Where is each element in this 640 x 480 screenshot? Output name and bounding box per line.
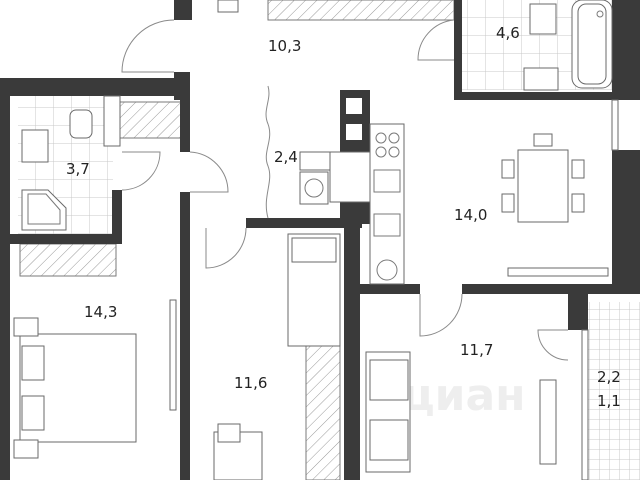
room-area-hall: 10,3: [268, 37, 301, 55]
kitchen-radiator: [507, 267, 609, 277]
bedroom-left-furniture: [13, 317, 137, 459]
room-area-wc: 3,7: [66, 160, 90, 178]
bedroom-right-furniture: [365, 351, 557, 473]
room-area-closet: 2,4: [274, 148, 298, 166]
balcony-floor: [588, 302, 640, 480]
bath-fixtures: [523, 0, 613, 91]
room-area-bedroom-right: 11,7: [460, 341, 493, 359]
bedroom-mid-wardrobe: [305, 345, 341, 480]
room-area-balcony: 2,2: [597, 368, 621, 386]
watermark: циан: [402, 370, 526, 421]
wc-fixtures: [21, 95, 121, 231]
doors: [121, 19, 569, 361]
room-area-balcony-reduced: 1,1: [597, 392, 621, 410]
hall-wardrobe: [267, 0, 455, 21]
bedroom-left-wardrobe: [19, 243, 117, 277]
bedroom-mid-furniture: [213, 233, 341, 480]
hall-shoe-cabinet: [217, 0, 239, 13]
wc-wardrobe: [119, 101, 183, 139]
room-area-kitchen: 14,0: [454, 206, 487, 224]
windows: [169, 99, 619, 480]
room-area-bath: 4,6: [496, 24, 520, 42]
dining-table: [517, 149, 569, 223]
room-area-bedroom-left: 14,3: [84, 303, 117, 321]
kitchen-fixtures: [329, 123, 609, 285]
room-area-bedroom-mid: 11,6: [234, 374, 267, 392]
